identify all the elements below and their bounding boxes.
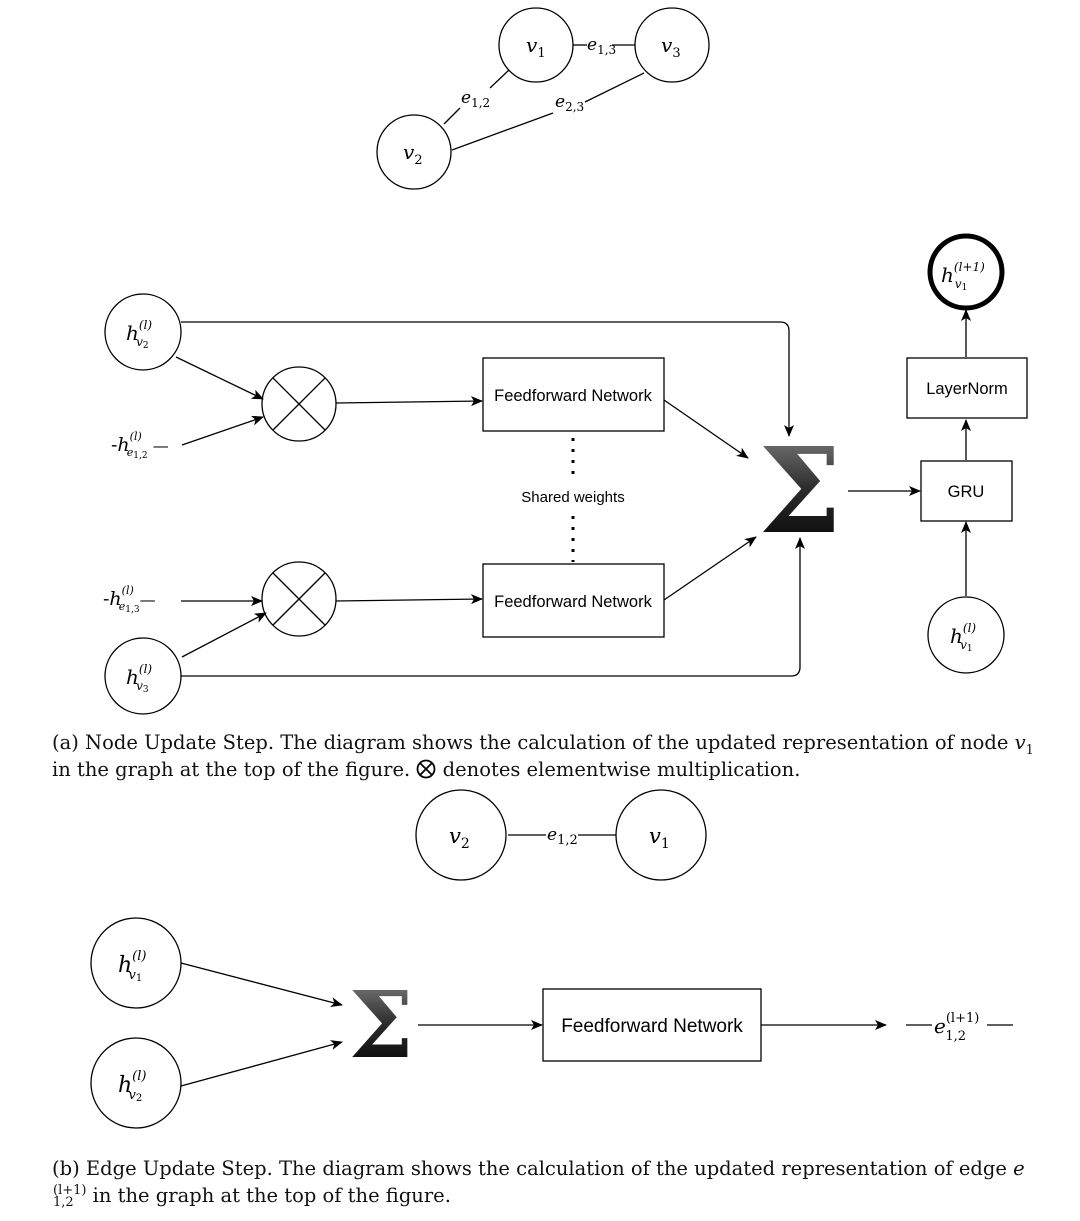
shared-weights-label: Shared weights xyxy=(521,489,624,506)
h-v2-label: h(l)v2 xyxy=(126,318,152,351)
otimes-icon xyxy=(417,759,436,779)
caption-b-text-2: in the graph at the top of the figure. xyxy=(92,1184,451,1207)
h-v1-input-label: h(l)v1 xyxy=(950,621,976,654)
h-v2-node xyxy=(104,293,182,371)
ffn-top-label: Feedforward Network xyxy=(494,387,652,405)
edge-sum-sigma-icon: Σ xyxy=(348,971,413,1079)
node-v3 xyxy=(634,7,710,83)
edge-e13-label: e1,3 xyxy=(587,35,616,57)
edge-update-diagram: h(l)v1 h(l)v2 Σ Feedforward Network e(l+… xyxy=(90,917,1013,1129)
top-graph: v1 v3 v2 e1,3 e1,2 e2,3 xyxy=(376,7,710,190)
caption-a-node: v xyxy=(1014,731,1026,754)
caption-a-text-1: (a) Node Update Step. The diagram shows … xyxy=(52,731,1015,754)
node-update-diagram: h(l)v2 h(l)v3 -h(l)e1,2 — -h(l)e1,3— Fee… xyxy=(103,233,1028,715)
edge-graph-v2-label: v2 xyxy=(449,824,470,852)
h-e13-label: -h(l)e1,3— xyxy=(103,584,156,615)
h-v3-node xyxy=(104,637,182,715)
caption-a-text-2: in the graph at the top of the figure. xyxy=(52,758,411,781)
multiply-bottom-icon xyxy=(261,561,337,637)
caption-a-text-3: denotes elementwise multiplication. xyxy=(442,758,801,781)
caption-b: (b) Edge Update Step. The diagram shows … xyxy=(52,1155,1052,1209)
node-v2-label: v2 xyxy=(403,140,423,168)
edge-h-v1-label: h(l)v1 xyxy=(118,949,146,984)
edge-graph: v2 v1 e1,2 xyxy=(415,789,707,881)
edge-ffn-label: Feedforward Network xyxy=(561,1016,743,1037)
caption-a-node-sub: 1 xyxy=(1025,743,1034,758)
h-v1-input-node xyxy=(927,596,1005,674)
edge-graph-e12-label: e1,2 xyxy=(547,825,578,848)
edge-output-label: e(l+1)1,2 xyxy=(934,1011,979,1044)
multiply-top-icon xyxy=(261,366,337,442)
edge-graph-node-v1 xyxy=(615,789,707,881)
node-v1-label: v1 xyxy=(526,33,546,61)
ffn-bottom-label: Feedforward Network xyxy=(494,593,652,611)
edge-e12-label: e1,2 xyxy=(461,88,490,110)
edge-graph-node-v2 xyxy=(415,789,507,881)
layernorm-label: LayerNorm xyxy=(926,380,1008,398)
node-v3-label: v3 xyxy=(661,33,681,61)
edge-h-v2-node xyxy=(90,1037,182,1129)
h-v1-output-node xyxy=(927,233,1005,311)
caption-a: (a) Node Update Step. The diagram shows … xyxy=(52,729,1052,783)
ffn-bottom-box xyxy=(482,563,665,638)
h-v3-label: h(l)v3 xyxy=(126,662,152,695)
h-e12-label: -h(l)e1,2 — xyxy=(111,430,169,461)
gru-label: GRU xyxy=(948,483,985,501)
node-v2 xyxy=(376,114,452,190)
caption-b-edge-scripts: (l+1)1,2 xyxy=(53,1182,87,1210)
caption-b-edge-sub: 1,2 xyxy=(53,1194,74,1210)
h-v1-output-label: h(l+1)v1 xyxy=(941,260,985,293)
caption-b-edge-sup: (l+1) xyxy=(53,1182,87,1198)
edge-e23-label: e2,3 xyxy=(555,92,584,114)
caption-b-edge: e xyxy=(1013,1157,1025,1180)
sum-sigma-icon: Σ xyxy=(758,421,841,560)
edge-h-v2-label: h(l)v2 xyxy=(118,1069,146,1104)
ffn-top-box xyxy=(482,357,665,432)
layernorm-box xyxy=(906,357,1028,419)
edge-graph-v1-label: v1 xyxy=(649,824,670,852)
node-v1 xyxy=(498,7,574,83)
caption-b-text-1: (b) Edge Update Step. The diagram shows … xyxy=(52,1157,1007,1180)
